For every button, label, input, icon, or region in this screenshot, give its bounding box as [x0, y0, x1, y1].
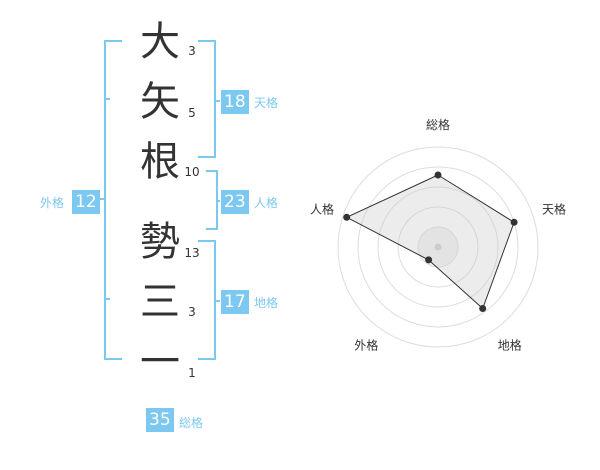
- radar-ring-5: [337, 146, 539, 348]
- tenkaku-value: 18: [221, 90, 249, 114]
- bracket-tick-left-2: [104, 298, 110, 300]
- soukaku-value: 35: [146, 408, 174, 432]
- chikaku-bracket-tick: [214, 300, 220, 302]
- tenkaku-label: 天格: [254, 96, 279, 110]
- radar-axis-label-4: 人格: [310, 201, 334, 216]
- radar-point-4: [343, 213, 351, 221]
- stroke-count-1: 3: [188, 44, 196, 58]
- radar-polygon: [345, 174, 515, 310]
- gaikaku-bracket: [104, 40, 122, 360]
- stroke-count-4: 13: [184, 246, 200, 260]
- radar-ring-2: [397, 206, 479, 288]
- radar-axis-label-1: 天格: [542, 201, 566, 216]
- tenkaku-bracket: [198, 40, 216, 158]
- soukaku-label: 総格: [179, 416, 204, 430]
- radar-center: [434, 243, 442, 251]
- radar-point-3: [425, 256, 433, 264]
- name-char-4: 勢: [140, 219, 180, 265]
- chikaku-label: 地格: [254, 296, 279, 310]
- stroke-count-3: 10: [184, 165, 200, 179]
- jinkaku-bracket-tick: [216, 200, 220, 202]
- stroke-count-6: 1: [188, 366, 196, 380]
- chikaku-value: 17: [221, 290, 249, 314]
- bracket-tick-left-1: [104, 98, 110, 100]
- name-char-1: 大: [140, 19, 180, 65]
- gaikaku-value: 12: [72, 190, 100, 214]
- jinkaku-value: 23: [221, 190, 249, 214]
- stroke-count-2: 5: [188, 106, 196, 120]
- name-char-6: 一: [140, 339, 180, 385]
- name-char-2: 矢: [140, 79, 180, 125]
- radar-point-1: [510, 218, 518, 226]
- name-char-3: 根: [140, 139, 180, 185]
- radar-point-0: [434, 171, 442, 179]
- gaikaku-bracket-tick: [98, 198, 106, 200]
- radar-axis-label-3: 外格: [354, 338, 378, 353]
- radar-ring-4: [357, 166, 519, 328]
- jinkaku-label: 人格: [254, 196, 279, 210]
- stroke-count-5: 3: [188, 305, 196, 319]
- gaikaku-label: 外格: [40, 196, 65, 210]
- radar-axis-label-0: 総格: [426, 117, 450, 132]
- radar-ring-3: [377, 186, 499, 308]
- radar-axis-label-2: 地格: [498, 338, 522, 353]
- tenkaku-bracket-tick: [214, 100, 220, 102]
- radar-point-2: [479, 305, 487, 312]
- name-char-5: 三: [140, 279, 180, 325]
